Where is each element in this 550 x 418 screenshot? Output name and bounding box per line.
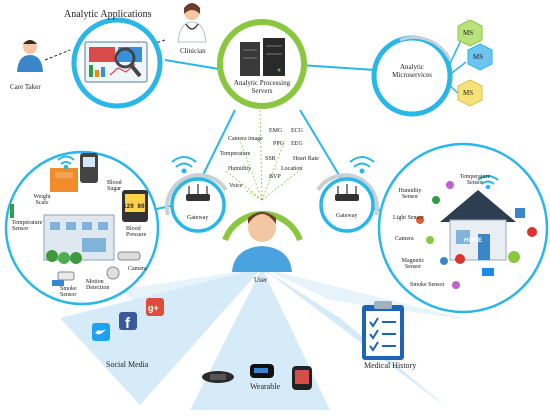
left-gateway <box>165 173 228 233</box>
signal-label: ECG <box>291 128 303 134</box>
left-device-label: Smoke Sensor <box>60 286 77 299</box>
house-icon <box>440 190 516 261</box>
right-device-label: Camera <box>395 236 414 242</box>
signal-label: Location <box>281 166 303 172</box>
caretaker-link <box>44 49 71 61</box>
left-device-label: Blood Sugar <box>107 180 122 193</box>
left-device-label: Temperature Sensor <box>12 220 43 233</box>
care-taker-icon <box>17 40 43 72</box>
ms-label-1: MS <box>463 29 474 37</box>
svg-text:g+: g+ <box>148 303 159 313</box>
signal-label: Heart Rate <box>293 156 319 162</box>
facebook-icon <box>119 312 137 330</box>
dashboard-icon <box>84 41 148 83</box>
left-device-label: Weight Scale <box>33 194 51 207</box>
care-taker-label: Care Taker <box>10 83 41 91</box>
left-device-label: Motion Detection <box>86 279 110 292</box>
right-sensor-dots <box>416 181 537 289</box>
bp-value: 120 80 <box>123 203 145 210</box>
svg-text:f: f <box>125 315 131 332</box>
medical-history-label: Medical History <box>364 361 417 370</box>
right-gateway <box>316 173 379 233</box>
signal-label: EEG <box>291 141 303 147</box>
right-device-label: Light Sensor <box>393 215 424 221</box>
clipboard-icon <box>362 301 404 360</box>
signal-label: Humidity <box>228 166 252 172</box>
signal-label: PPG <box>273 141 285 147</box>
wearable-label: Wearable <box>250 382 280 391</box>
user-label: User <box>254 276 268 284</box>
home-sign: HOME <box>464 238 482 244</box>
right-device-label: Temperature Sensor <box>459 174 491 187</box>
smoke-sensor-icon <box>57 271 75 281</box>
clinician-icon <box>177 3 207 43</box>
social-icons: f g+ <box>92 298 164 341</box>
thermometer-icon <box>10 204 14 218</box>
router-icon <box>335 194 359 201</box>
right-device-label: Humidity Sensor <box>398 188 422 201</box>
microservices-label: Analytic Microservices <box>392 63 432 79</box>
weight-scale-icon <box>50 168 78 192</box>
wearable-icons <box>202 364 312 390</box>
camera-device-icon <box>117 251 141 261</box>
signal-lines <box>224 107 301 201</box>
router-icon <box>186 194 210 201</box>
user-icon <box>232 212 292 272</box>
social-media-label: Social Media <box>106 360 149 369</box>
motion-detector-icon <box>106 266 120 280</box>
right-device-label: Smoke Sensor <box>410 282 445 288</box>
right-device-label: Magnetic Sensor <box>401 258 425 271</box>
signal-label: SSR <box>265 156 276 162</box>
server-icon <box>240 38 285 76</box>
signal-label: BVP <box>269 174 281 180</box>
clinician-label: Clinician <box>180 47 206 55</box>
left-devices <box>10 153 148 286</box>
left-device-label: Camera <box>128 266 147 272</box>
right-gateway-label: Gateway <box>336 213 358 219</box>
left-gateway-label: Gateway <box>187 215 209 221</box>
google-plus-icon <box>146 298 164 316</box>
signal-label: EMG <box>269 128 283 134</box>
ms-label-2: MS <box>473 53 484 61</box>
left-device-label: Blood Pressure <box>126 226 147 239</box>
signal-label: Temperature <box>220 151 251 157</box>
servers-label: Analytic Processing Servers <box>233 79 291 95</box>
analytic-applications-label: Analytic Applications <box>64 9 152 20</box>
ms-hexagons <box>457 19 493 107</box>
signal-label: Camera image <box>228 136 263 142</box>
signal-label: Voice <box>229 183 243 189</box>
ms-label-3: MS <box>463 89 474 97</box>
wifi-icon <box>57 155 499 190</box>
